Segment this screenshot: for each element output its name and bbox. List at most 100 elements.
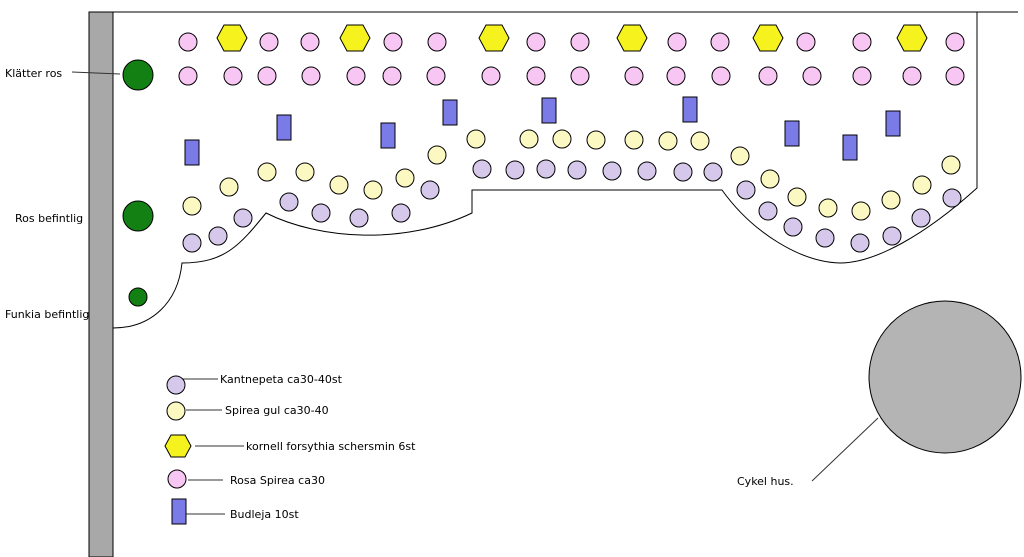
rosa-spirea-plant xyxy=(259,32,279,52)
budleja-plant xyxy=(885,110,901,137)
rosa-spirea-plant xyxy=(710,32,730,52)
kantnepeta-plant xyxy=(233,208,253,228)
wall xyxy=(88,11,114,557)
rosa-spirea-plant xyxy=(300,32,320,52)
spirea-gul-plant xyxy=(466,129,486,149)
legend-budleja-symbol xyxy=(171,498,187,525)
kantnepeta-plant xyxy=(311,203,331,223)
kantnepeta-plant xyxy=(758,201,778,221)
rosa-spirea-plant xyxy=(570,32,590,52)
kantnepeta-plant xyxy=(391,203,411,223)
climbing-rose xyxy=(122,59,154,91)
leader-climbing-rose xyxy=(71,71,121,75)
rosa-spirea-plant xyxy=(526,32,546,52)
spirea-gul-plant xyxy=(257,162,277,182)
spirea-gul-plant xyxy=(295,162,315,182)
spirea-gul-plant xyxy=(912,175,932,195)
kantnepeta-plant xyxy=(536,159,556,179)
spirea-gul-plant xyxy=(851,201,871,221)
kornell-forsythia-plant xyxy=(616,24,648,52)
kantnepeta-plant xyxy=(703,162,723,182)
legend-kantnepeta-label: Kantnepeta ca30-40st xyxy=(220,373,343,386)
rosa-spirea-plant xyxy=(666,66,686,86)
kornell-forsythia-plant xyxy=(478,24,510,52)
spirea-gul-plant xyxy=(427,145,447,165)
kornell-forsythia-plant xyxy=(896,24,928,52)
legend-kornell-symbol xyxy=(164,434,192,458)
spirea-gul-plant xyxy=(787,187,807,207)
existing-hosta xyxy=(128,287,148,307)
spirea-gul-plant xyxy=(219,177,239,197)
budleja-plant xyxy=(276,114,292,141)
kantnepeta-plant xyxy=(882,226,902,246)
spirea-gul-plant xyxy=(658,131,678,151)
rosa-spirea-plant xyxy=(301,66,321,86)
rosa-spirea-plant xyxy=(852,32,872,52)
kantnepeta-plant xyxy=(505,160,525,180)
kantnepeta-plant xyxy=(942,188,962,208)
legend-spirea-gul-label: Spirea gul ca30-40 xyxy=(225,404,329,417)
spirea-gul-plant xyxy=(881,190,901,210)
budleja-plant xyxy=(541,97,557,124)
rosa-spirea-plant xyxy=(945,66,965,86)
rosa-spirea-plant xyxy=(346,66,366,86)
kornell-forsythia-plant xyxy=(339,24,371,52)
kantnepeta-plant xyxy=(349,208,369,228)
kantnepeta-plant xyxy=(783,217,803,237)
kornell-forsythia-plant xyxy=(216,24,248,52)
label-bike-shed: Cykel hus. xyxy=(737,475,794,488)
rosa-spirea-plant xyxy=(796,32,816,52)
rosa-spirea-plant xyxy=(178,66,198,86)
label-existing-hosta: Funkia befintlig xyxy=(5,308,89,321)
legend-rosa-spirea-label: Rosa Spirea ca30 xyxy=(230,474,325,487)
spirea-gul-plant xyxy=(395,168,415,188)
rosa-spirea-plant xyxy=(481,66,501,86)
legend-budleja-label: Budleja 10st xyxy=(230,508,299,521)
rosa-spirea-plant xyxy=(223,66,243,86)
spirea-gul-plant xyxy=(519,129,539,149)
kantnepeta-plant xyxy=(673,162,693,182)
rosa-spirea-plant xyxy=(382,66,402,86)
rosa-spirea-plant xyxy=(624,66,644,86)
spirea-gul-plant xyxy=(586,130,606,150)
spirea-gul-plant xyxy=(941,155,961,175)
existing-rose xyxy=(122,200,154,232)
budleja-plant xyxy=(784,120,800,147)
kantnepeta-plant xyxy=(182,233,202,253)
rosa-spirea-plant xyxy=(711,66,731,86)
kantnepeta-plant xyxy=(472,159,492,179)
rosa-spirea-plant xyxy=(667,32,687,52)
plants xyxy=(178,24,965,253)
spirea-gul-plant xyxy=(730,146,750,166)
spirea-gul-plant xyxy=(760,169,780,189)
budleja-plant xyxy=(184,139,200,166)
budleja-plant xyxy=(842,134,858,161)
spirea-gul-plant xyxy=(363,180,383,200)
spirea-gul-plant xyxy=(818,198,838,218)
legend-kantnepeta-symbol xyxy=(166,375,186,395)
kornell-forsythia-plant xyxy=(752,24,784,52)
leader-bike-shed xyxy=(811,417,879,482)
rosa-spirea-plant xyxy=(427,32,447,52)
rosa-spirea-plant xyxy=(257,66,277,86)
kantnepeta-plant xyxy=(815,228,835,248)
kantnepeta-plant xyxy=(637,161,657,181)
rosa-spirea-plant xyxy=(945,32,965,52)
kantnepeta-plant xyxy=(279,192,299,212)
bike-shed xyxy=(868,300,1022,454)
rosa-spirea-plant xyxy=(526,66,546,86)
rosa-spirea-plant xyxy=(758,66,778,86)
kantnepeta-plant xyxy=(567,160,587,180)
budleja-plant xyxy=(380,122,396,149)
spirea-gul-plant xyxy=(182,196,202,216)
spirea-gul-plant xyxy=(690,131,710,151)
spirea-gul-plant xyxy=(329,175,349,195)
rosa-spirea-plant xyxy=(802,66,822,86)
rosa-spirea-plant xyxy=(383,32,403,52)
rosa-spirea-plant xyxy=(852,66,872,86)
legend-spirea-gul-symbol xyxy=(166,401,186,421)
kantnepeta-plant xyxy=(420,180,440,200)
kantnepeta-plant xyxy=(911,208,931,228)
kantnepeta-plant xyxy=(850,233,870,253)
